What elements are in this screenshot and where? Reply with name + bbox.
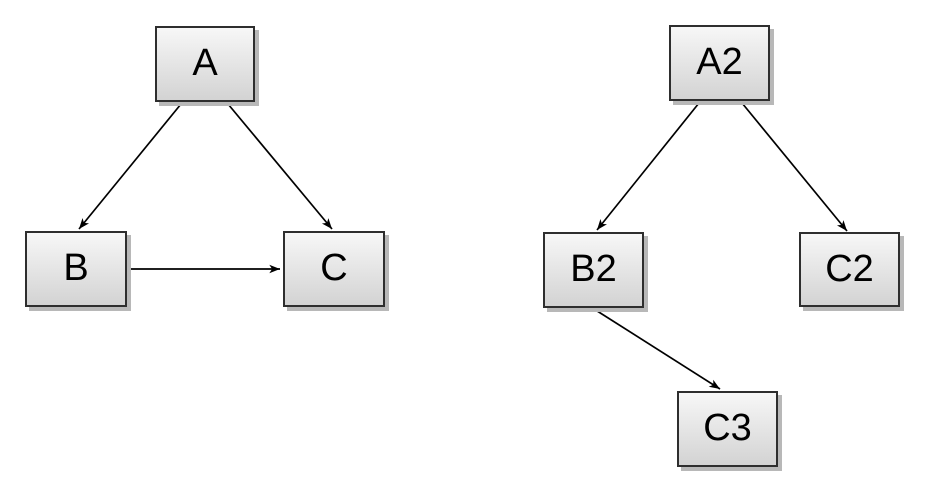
node-A[interactable]: A	[155, 26, 255, 102]
node-C[interactable]: C	[283, 231, 385, 307]
edge-A-to-B	[78, 103, 182, 230]
edge-A2-to-C2	[741, 102, 848, 232]
node-B[interactable]: B	[25, 231, 127, 307]
node-label-A: A	[192, 42, 218, 84]
node-label-C3: C3	[703, 407, 752, 449]
node-label-A2: A2	[696, 41, 743, 83]
node-C3[interactable]: C3	[677, 391, 778, 467]
node-label-C: C	[320, 247, 348, 289]
node-label-B: B	[63, 247, 89, 289]
edge-A-to-C	[227, 103, 333, 230]
node-B2[interactable]: B2	[543, 232, 644, 308]
node-C2[interactable]: C2	[799, 232, 900, 307]
node-A2[interactable]: A2	[669, 25, 770, 101]
edge-A2-to-B2	[596, 102, 700, 231]
node-label-B2: B2	[570, 248, 617, 290]
node-label-C2: C2	[825, 247, 874, 290]
edge-B2-to-C3	[593, 308, 721, 390]
